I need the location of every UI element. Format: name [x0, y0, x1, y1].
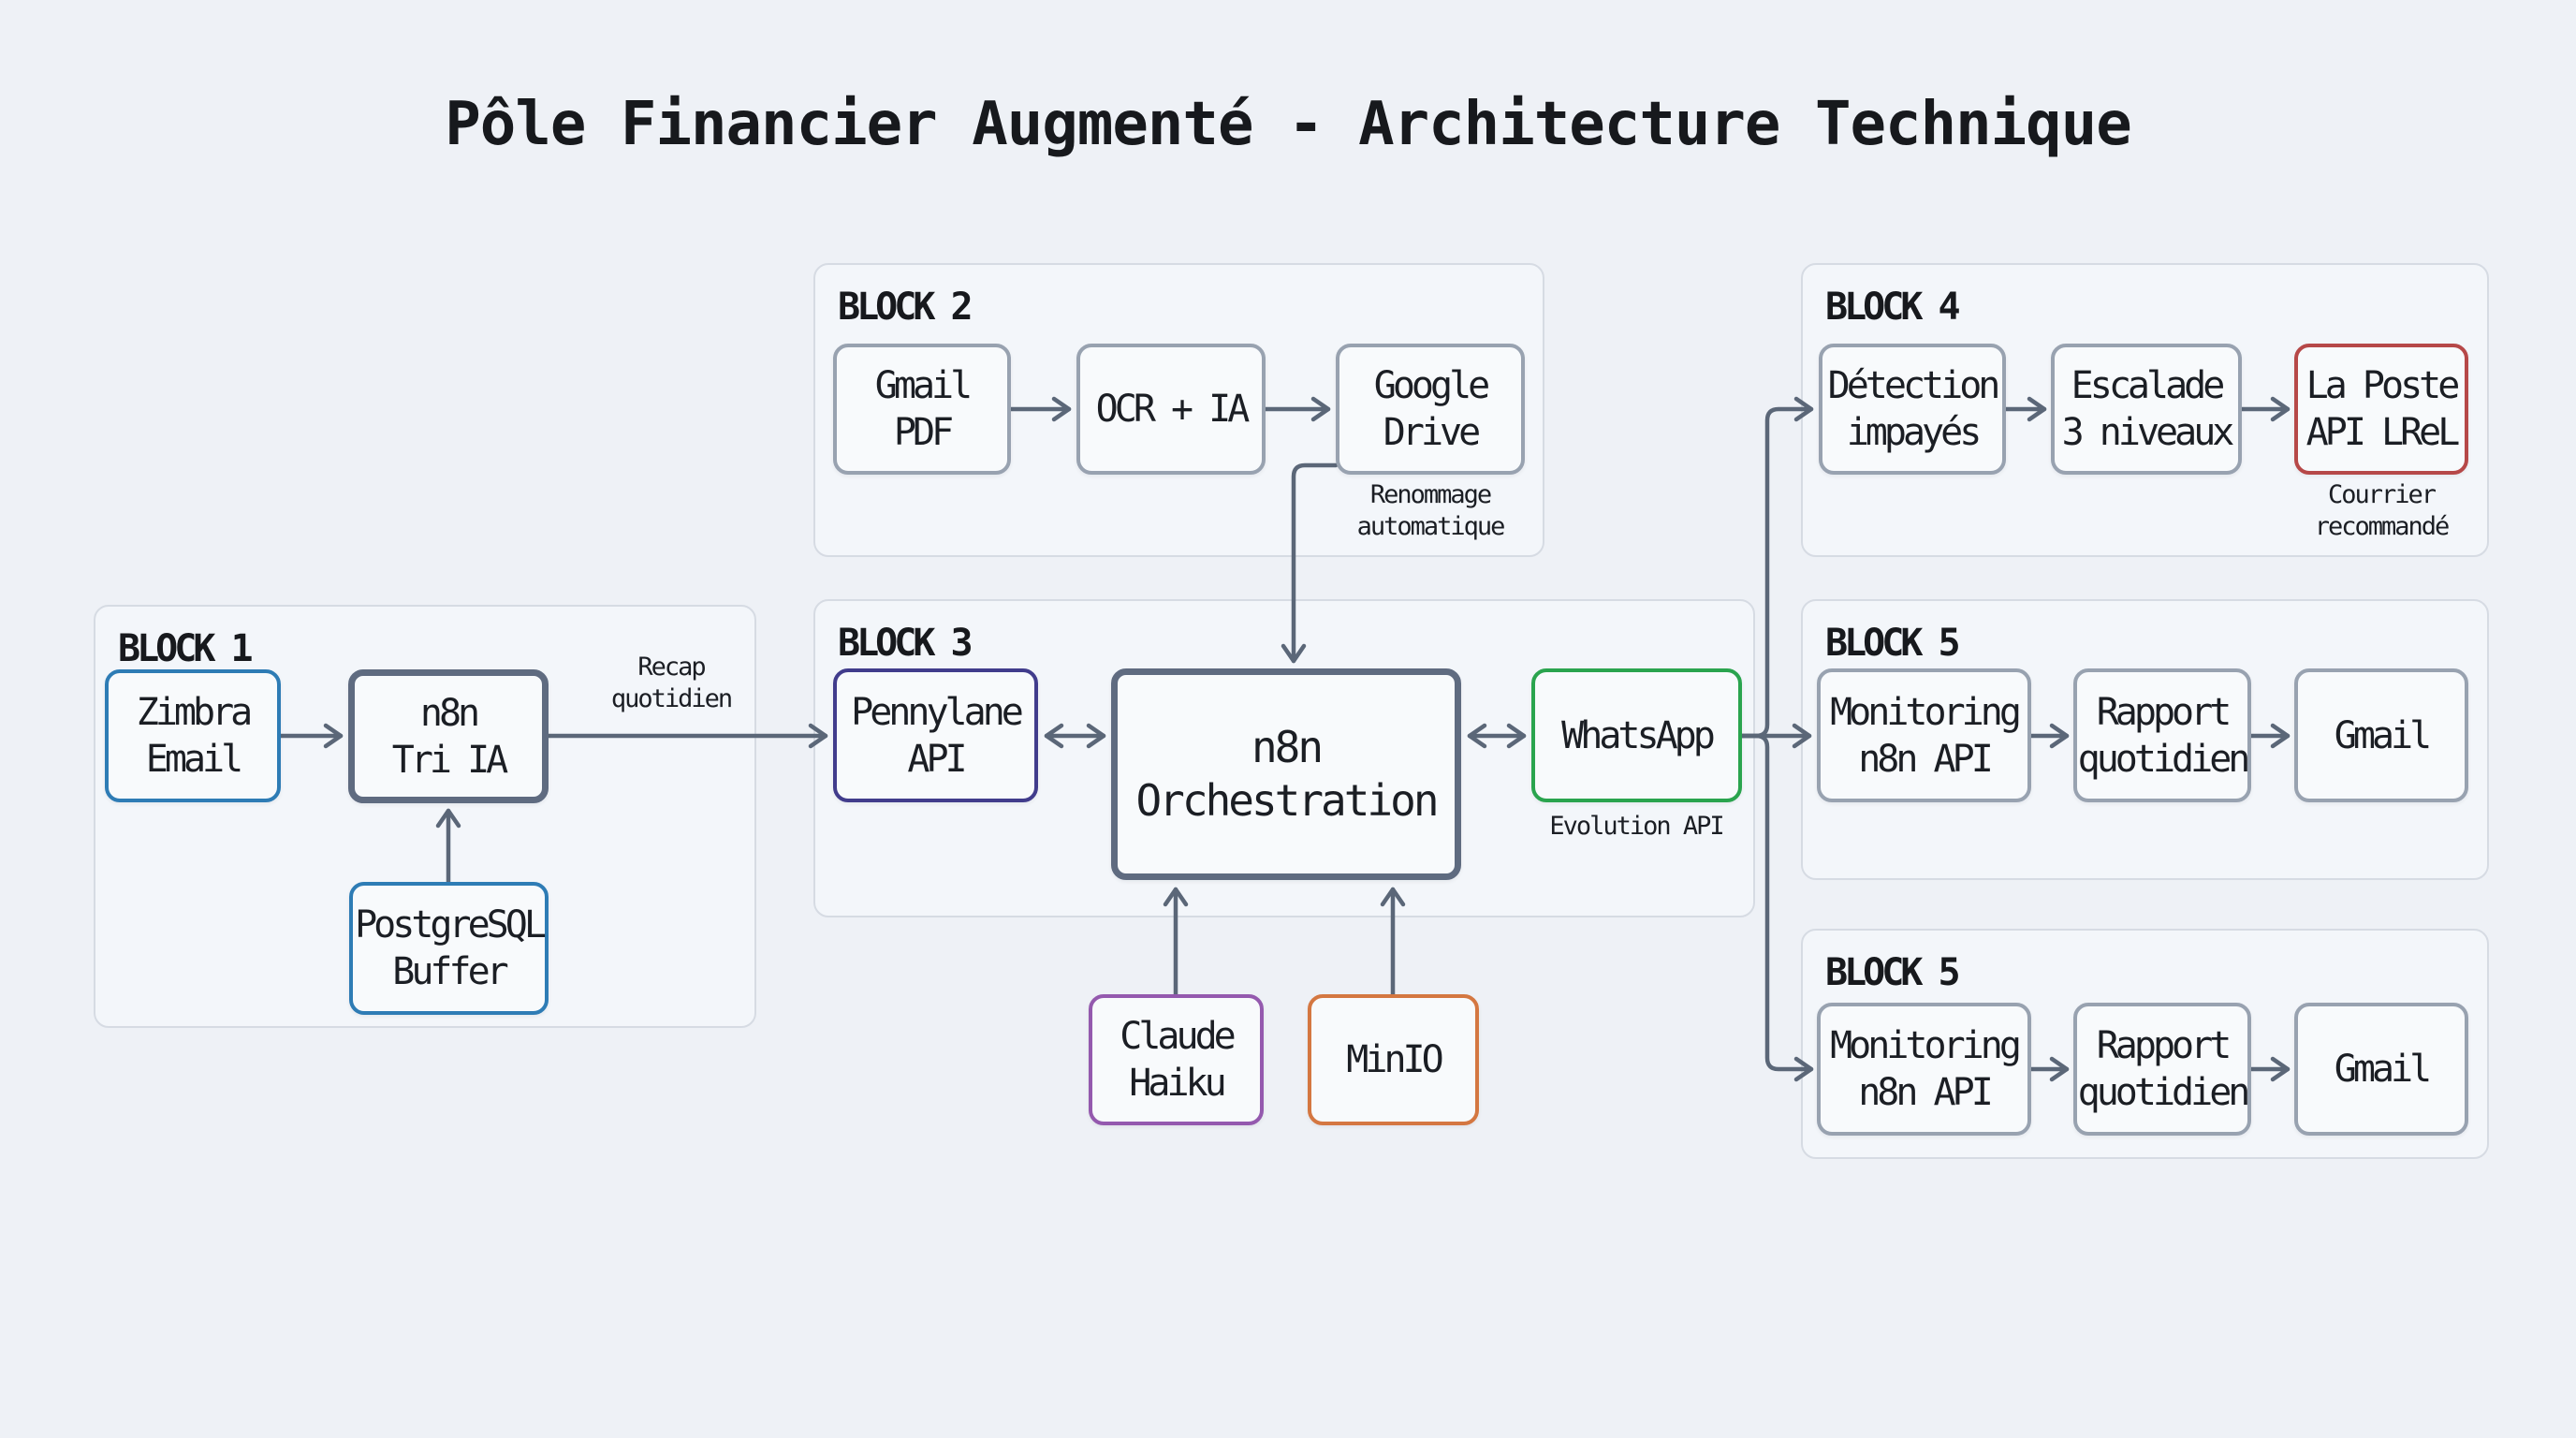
node-google-drive: Google Drive [1336, 344, 1525, 475]
node-n8n-tri-ia-label: n8n Tri IA [391, 691, 508, 782]
node-postgresql-buffer-label: PostgreSQL Buffer [355, 903, 547, 993]
node-n8n-orchestration: n8n Orchestration [1111, 668, 1461, 880]
node-ocr-ia: OCR + IA [1076, 344, 1266, 475]
node-gmail-pdf-label: Gmail PDF [874, 364, 973, 454]
caption-renommage-automatique: Renommage automatique [1356, 480, 1506, 541]
caption-courrier-recommande: Courrier recommandé [2314, 480, 2451, 541]
node-gmail-top: Gmail [2294, 668, 2468, 802]
node-escalade-3-niveaux: Escalade 3 niveaux [2051, 344, 2242, 475]
block-5-top-label: BLOCK 5 [1825, 622, 1961, 665]
node-monitoring-bottom-label: Monitoring n8n API [1830, 1024, 2022, 1114]
block-3-label: BLOCK 3 [838, 622, 973, 665]
node-gmail-bottom-label: Gmail [2334, 1048, 2432, 1091]
node-minio: MinIO [1308, 994, 1479, 1125]
node-zimbra-email: Zimbra Email [105, 669, 281, 802]
page-title: Pôle Financier Augmenté - Architecture T… [445, 90, 2132, 159]
node-whatsapp-label: WhatsApp [1561, 713, 1716, 757]
caption-evolution-api: Evolution API [1549, 812, 1724, 841]
node-pennylane-api-label: Pennylane API [851, 690, 1024, 781]
node-gmail-top-label: Gmail [2334, 713, 2432, 757]
node-pennylane-api: Pennylane API [833, 668, 1038, 802]
node-n8n-orchestration-label: n8n Orchestration [1135, 721, 1439, 827]
node-rapport-quotidien-bottom: Rapport quotidien [2073, 1003, 2251, 1136]
node-monitoring-n8n-api-top: Monitoring n8n API [1817, 668, 2031, 802]
node-zimbra-email-label: Zimbra Email [136, 691, 253, 781]
arrow-gdrive-to-n8n-orchestration [1281, 462, 1339, 664]
node-rapport-quotidien-top: Rapport quotidien [2073, 668, 2251, 802]
arrow-whatsapp-to-detection-impayes [1739, 396, 1814, 739]
node-la-poste-api-lrel: La Poste API LReL [2294, 344, 2468, 475]
node-whatsapp: WhatsApp [1531, 668, 1742, 802]
arrow-whatsapp-to-monitoring-bottom [1739, 733, 1814, 1082]
caption-recap-quotidien: Recap quotidien [610, 653, 733, 713]
node-minio-label: MinIO [1346, 1038, 1443, 1081]
block-5-bottom-label: BLOCK 5 [1825, 951, 1961, 994]
node-n8n-tri-ia: n8n Tri IA [348, 669, 549, 803]
node-claude-haiku: Claude Haiku [1089, 994, 1264, 1125]
block-2-label: BLOCK 2 [838, 286, 973, 329]
node-monitoring-top-label: Monitoring n8n API [1830, 690, 2022, 781]
node-gmail-bottom: Gmail [2294, 1003, 2468, 1136]
node-escalade-3-niveaux-label: Escalade 3 niveaux [2061, 364, 2235, 454]
node-la-poste-api-lrel-label: La Poste API LReL [2305, 364, 2461, 454]
node-postgresql-buffer: PostgreSQL Buffer [349, 882, 549, 1015]
block-1-label: BLOCK 1 [118, 627, 254, 670]
node-claude-haiku-label: Claude Haiku [1120, 1015, 1236, 1105]
node-rapport-bottom-label: Rapport quotidien [2077, 1024, 2251, 1114]
node-gmail-pdf: Gmail PDF [833, 344, 1011, 475]
node-rapport-top-label: Rapport quotidien [2077, 690, 2251, 781]
node-google-drive-label: Google Drive [1373, 364, 1490, 454]
node-detection-impayes-label: Détection impayés [1827, 364, 2001, 454]
node-ocr-ia-label: OCR + IA [1095, 388, 1251, 431]
node-monitoring-n8n-api-bottom: Monitoring n8n API [1817, 1003, 2031, 1136]
node-detection-impayes: Détection impayés [1819, 344, 2006, 475]
block-4-label: BLOCK 4 [1825, 286, 1961, 329]
